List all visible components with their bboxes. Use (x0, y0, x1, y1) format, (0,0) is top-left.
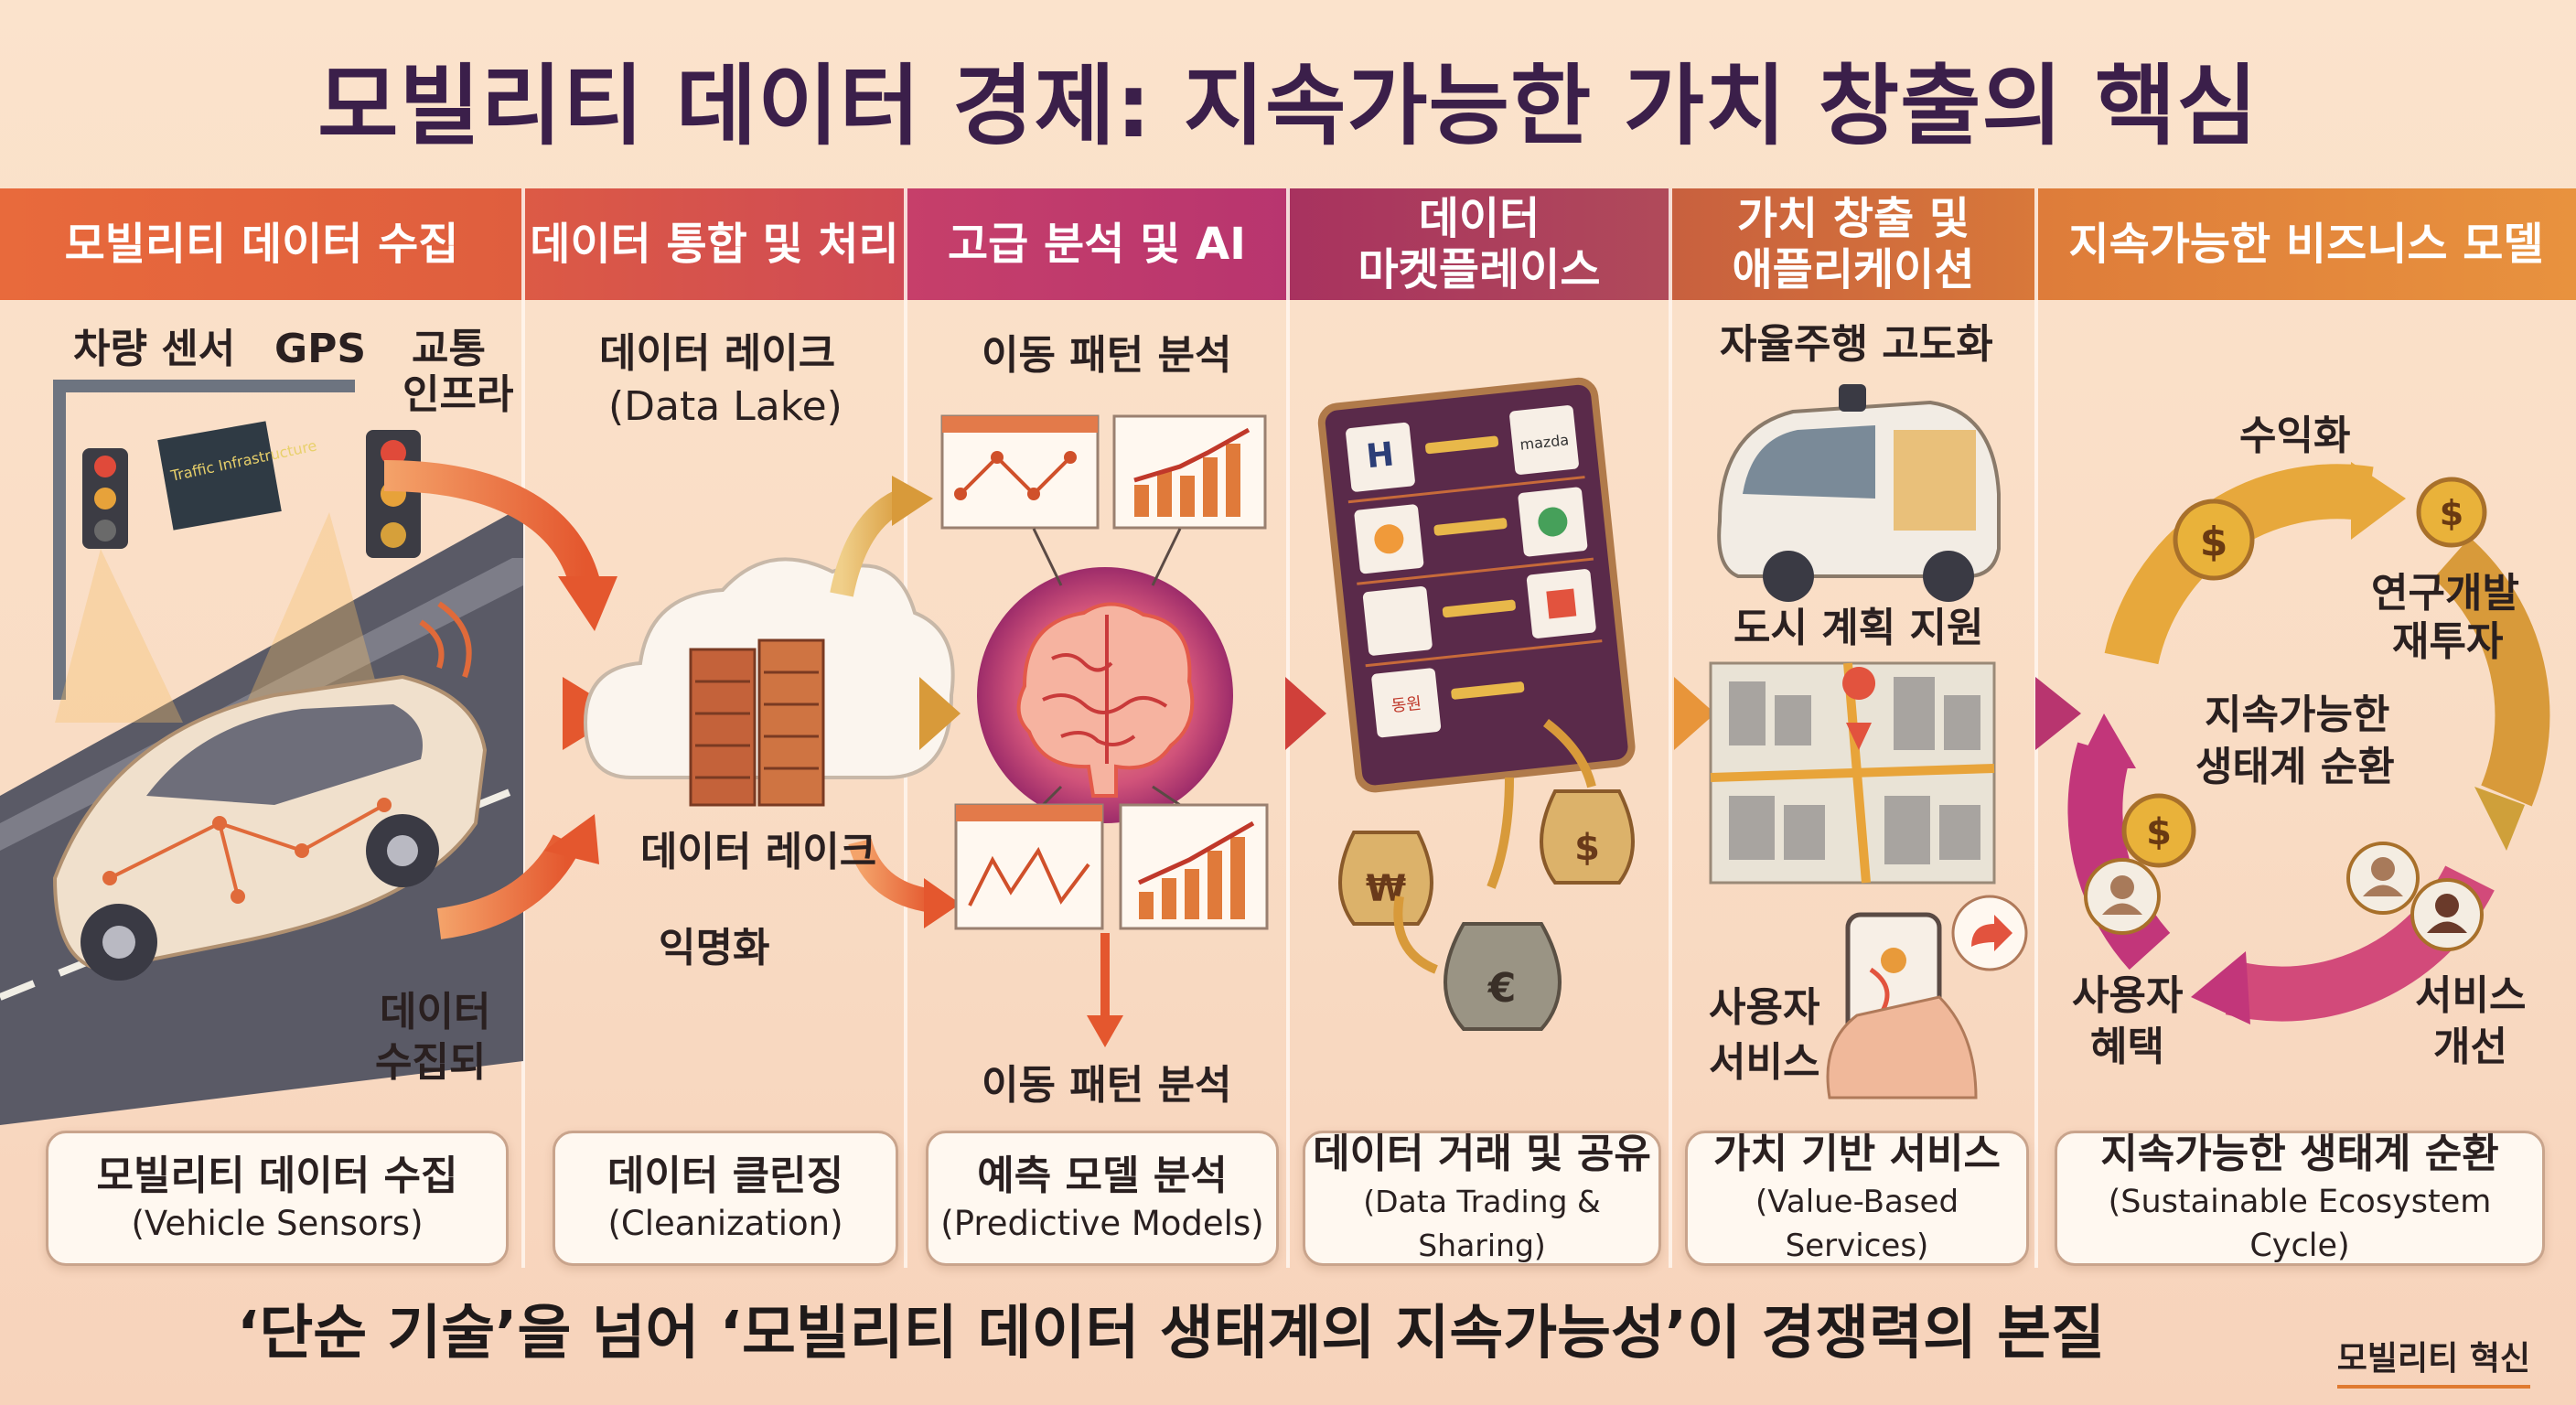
page-title: 모빌리티 데이터 경제: 지속가능한 가치 창출의 핵심 (317, 55, 2259, 157)
smartphone-icon (1826, 895, 2028, 1099)
summary-box-4: 데이터 거래 및 공유 (Data Trading & Sharing) (1303, 1131, 1661, 1266)
summary-box-2: 데이터 클린징 (Cleanization) (553, 1131, 898, 1266)
label-autonomous: 자율주행 고도화 (1720, 321, 1993, 368)
label-cycle-center-2: 생태계 순환 (2195, 744, 2395, 790)
cloud-data-lake-icon (583, 557, 955, 807)
label-pattern-bottom: 이동 패턴 분석 (982, 1062, 1232, 1109)
label-anonymize: 익명화 (659, 925, 770, 971)
brand-logo: 동원 (1390, 694, 1422, 716)
label-service-improve-1: 서비스 (2415, 972, 2527, 1019)
label-user-service-2: 서비스 (1709, 1039, 1820, 1086)
network-chart-icon (940, 414, 1100, 530)
footer-statement: ‘단순 기술’을 넘어 ‘모빌리티 데이터 생태계의 지속가능성’이 경쟁력의 … (237, 1300, 2105, 1367)
bar-chart-icon (1112, 414, 1267, 530)
stage-header-6: 지속가능한 비즈니스 모델 (2036, 188, 2576, 300)
stage-header-3: 고급 분석 및 AI (906, 188, 1288, 300)
dollar-coin-icon: $ (2440, 493, 2463, 533)
label-service-improve-2: 개선 (2433, 1024, 2507, 1070)
label-infra-2: 인프라 (402, 371, 514, 418)
brand-tag: 모빌리티 혁신 (2336, 1332, 2530, 1389)
money-bags: ₩ $ € (1338, 719, 1635, 1031)
car-icon (52, 601, 488, 981)
label-vehicle-sensor: 차량 센서 (73, 326, 236, 372)
stage-header-2: 데이터 통합 및 처리 (523, 188, 906, 300)
dollar-coin-icon: $ (2146, 811, 2172, 853)
euro-icon: € (1487, 965, 1517, 1012)
summary-box-3: 예측 모델 분석 (Predictive Models) (926, 1131, 1279, 1266)
growth-chart-icon (1119, 803, 1269, 930)
label-rnd-2: 재투자 (2392, 618, 2504, 665)
label-data-lake: 데이터 레이크 (599, 330, 836, 377)
stage-header-4: 데이터 마켓플레이스 (1288, 188, 1670, 300)
label-monetize: 수익화 (2239, 413, 2351, 459)
label-user-benefit-2: 혜택 (2090, 1024, 2164, 1070)
label-data-lake-en: (Data Lake) (608, 383, 843, 430)
label-urban: 도시 계획 지원 (1733, 605, 1984, 651)
label-infra-1: 교통 (412, 326, 486, 372)
label-gps: GPS (274, 326, 367, 372)
label-user-service-1: 사용자 (1709, 984, 1820, 1031)
label-rnd-1: 연구개발 (2371, 570, 2519, 617)
ecosystem-cycle (2067, 462, 2550, 1024)
marketplace-tablet: H mazda 동원 (1317, 377, 1636, 793)
ai-brain-icon (977, 567, 1233, 823)
traffic-pole (53, 380, 421, 723)
city-map-icon (1709, 661, 1996, 885)
summary-box-1: 모빌리티 데이터 수집 (Vehicle Sensors) (46, 1131, 509, 1266)
dollar-coin-icon: $ (2200, 519, 2228, 565)
summary-box-5: 가치 기반 서비스 (Value-Based Services) (1685, 1131, 2029, 1266)
label-cycle-center-1: 지속가능한 (2205, 692, 2390, 738)
stage-header-5: 가치 창출 및 애플리케이션 (1670, 188, 2036, 300)
summary-box-6: 지속가능한 생태계 순환 (Sustainable Ecosystem Cycl… (2055, 1131, 2545, 1266)
dollar-icon: $ (1574, 827, 1600, 869)
autonomous-vehicle-icon (1717, 384, 2001, 602)
label-data-lake-2: 데이터 레이크 (640, 829, 877, 875)
label-user-benefit-1: 사용자 (2072, 972, 2184, 1019)
label-pattern-top: 이동 패턴 분석 (982, 332, 1232, 379)
label-collected-2: 수집되 (375, 1039, 487, 1086)
line-chart-icon (954, 803, 1104, 930)
hyundai-logo: H (1365, 435, 1396, 476)
stage-header-1: 모빌리티 데이터 수집 (0, 188, 523, 300)
label-collected-1: 데이터 (380, 989, 491, 1035)
